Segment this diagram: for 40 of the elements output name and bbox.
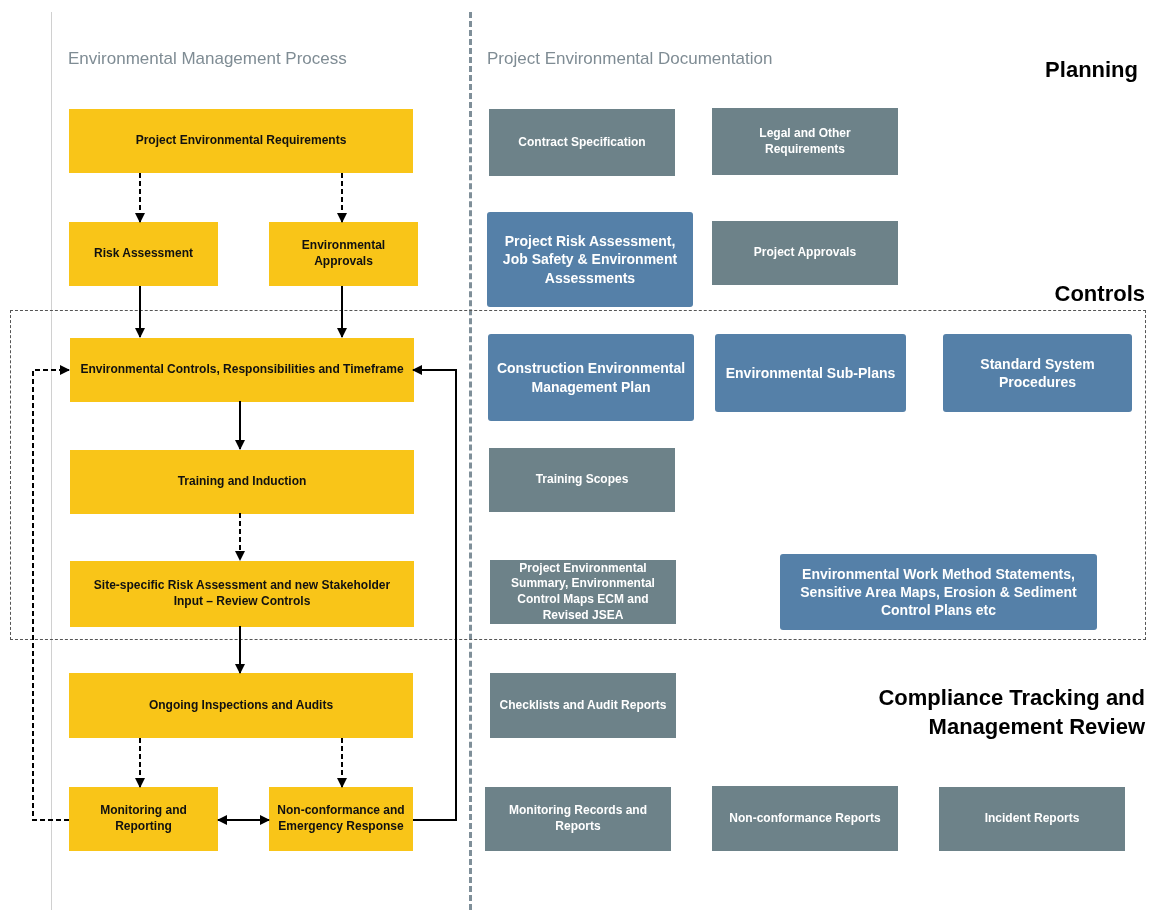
- process-box: Environmental Controls, Responsibilities and Timeframe: [70, 338, 414, 402]
- document-box: Training Scopes: [489, 448, 675, 512]
- process-box: Training and Induction: [70, 450, 414, 514]
- document-box: Project Risk Assessment, Job Safety & Environment Assessments: [487, 212, 693, 307]
- document-box: Project Approvals: [712, 221, 898, 285]
- process-box: Project Environmental Requirements: [69, 109, 413, 173]
- process-box: Environmental Approvals: [269, 222, 418, 286]
- arrow: [135, 172, 145, 223]
- document-box: Non-conformance Reports: [712, 786, 898, 851]
- arrow: [32, 365, 70, 821]
- arrow: [217, 815, 270, 825]
- arrow: [135, 285, 145, 338]
- process-box: Non-conformance and Emergency Response: [269, 787, 413, 851]
- document-box: Incident Reports: [939, 787, 1125, 851]
- process-box: Risk Assessment: [69, 222, 218, 286]
- document-box: Monitoring Records and Reports: [485, 787, 671, 851]
- document-box: Environmental Work Method Statements, Sensitive Area Maps, Erosion & Sediment Control Plans etc: [780, 554, 1097, 630]
- arrow: [337, 172, 347, 223]
- section-heading: Planning: [1045, 56, 1138, 84]
- column-heading: Environmental Management Process: [68, 49, 347, 69]
- document-box: Contract Specification: [489, 109, 675, 176]
- arrow: [337, 737, 347, 788]
- document-box: Project Environmental Summary, Environmental Control Maps ECM and Revised JSEA: [490, 560, 676, 624]
- arrow: [135, 737, 145, 788]
- process-box: Monitoring and Reporting: [69, 787, 218, 851]
- section-heading: Compliance Tracking and Management Review: [877, 684, 1145, 741]
- document-box: Legal and Other Requirements: [712, 108, 898, 175]
- document-box: Environmental Sub-Plans: [715, 334, 906, 412]
- section-heading: Controls: [1054, 281, 1145, 307]
- document-box: Standard System Procedures: [943, 334, 1132, 412]
- arrow: [235, 400, 245, 450]
- process-box: Site-specific Risk Assessment and new Stakeholder Input – Review Controls: [70, 561, 414, 627]
- arrow: [235, 512, 245, 561]
- arrow: [337, 285, 347, 338]
- column-heading: Project Environmental Documentation: [487, 49, 773, 69]
- process-box: Ongoing Inspections and Audits: [69, 673, 413, 738]
- arrow: [235, 625, 245, 674]
- document-box: Checklists and Audit Reports: [490, 673, 676, 738]
- document-box: Construction Environmental Management Plan: [488, 334, 694, 421]
- arrow: [412, 365, 457, 821]
